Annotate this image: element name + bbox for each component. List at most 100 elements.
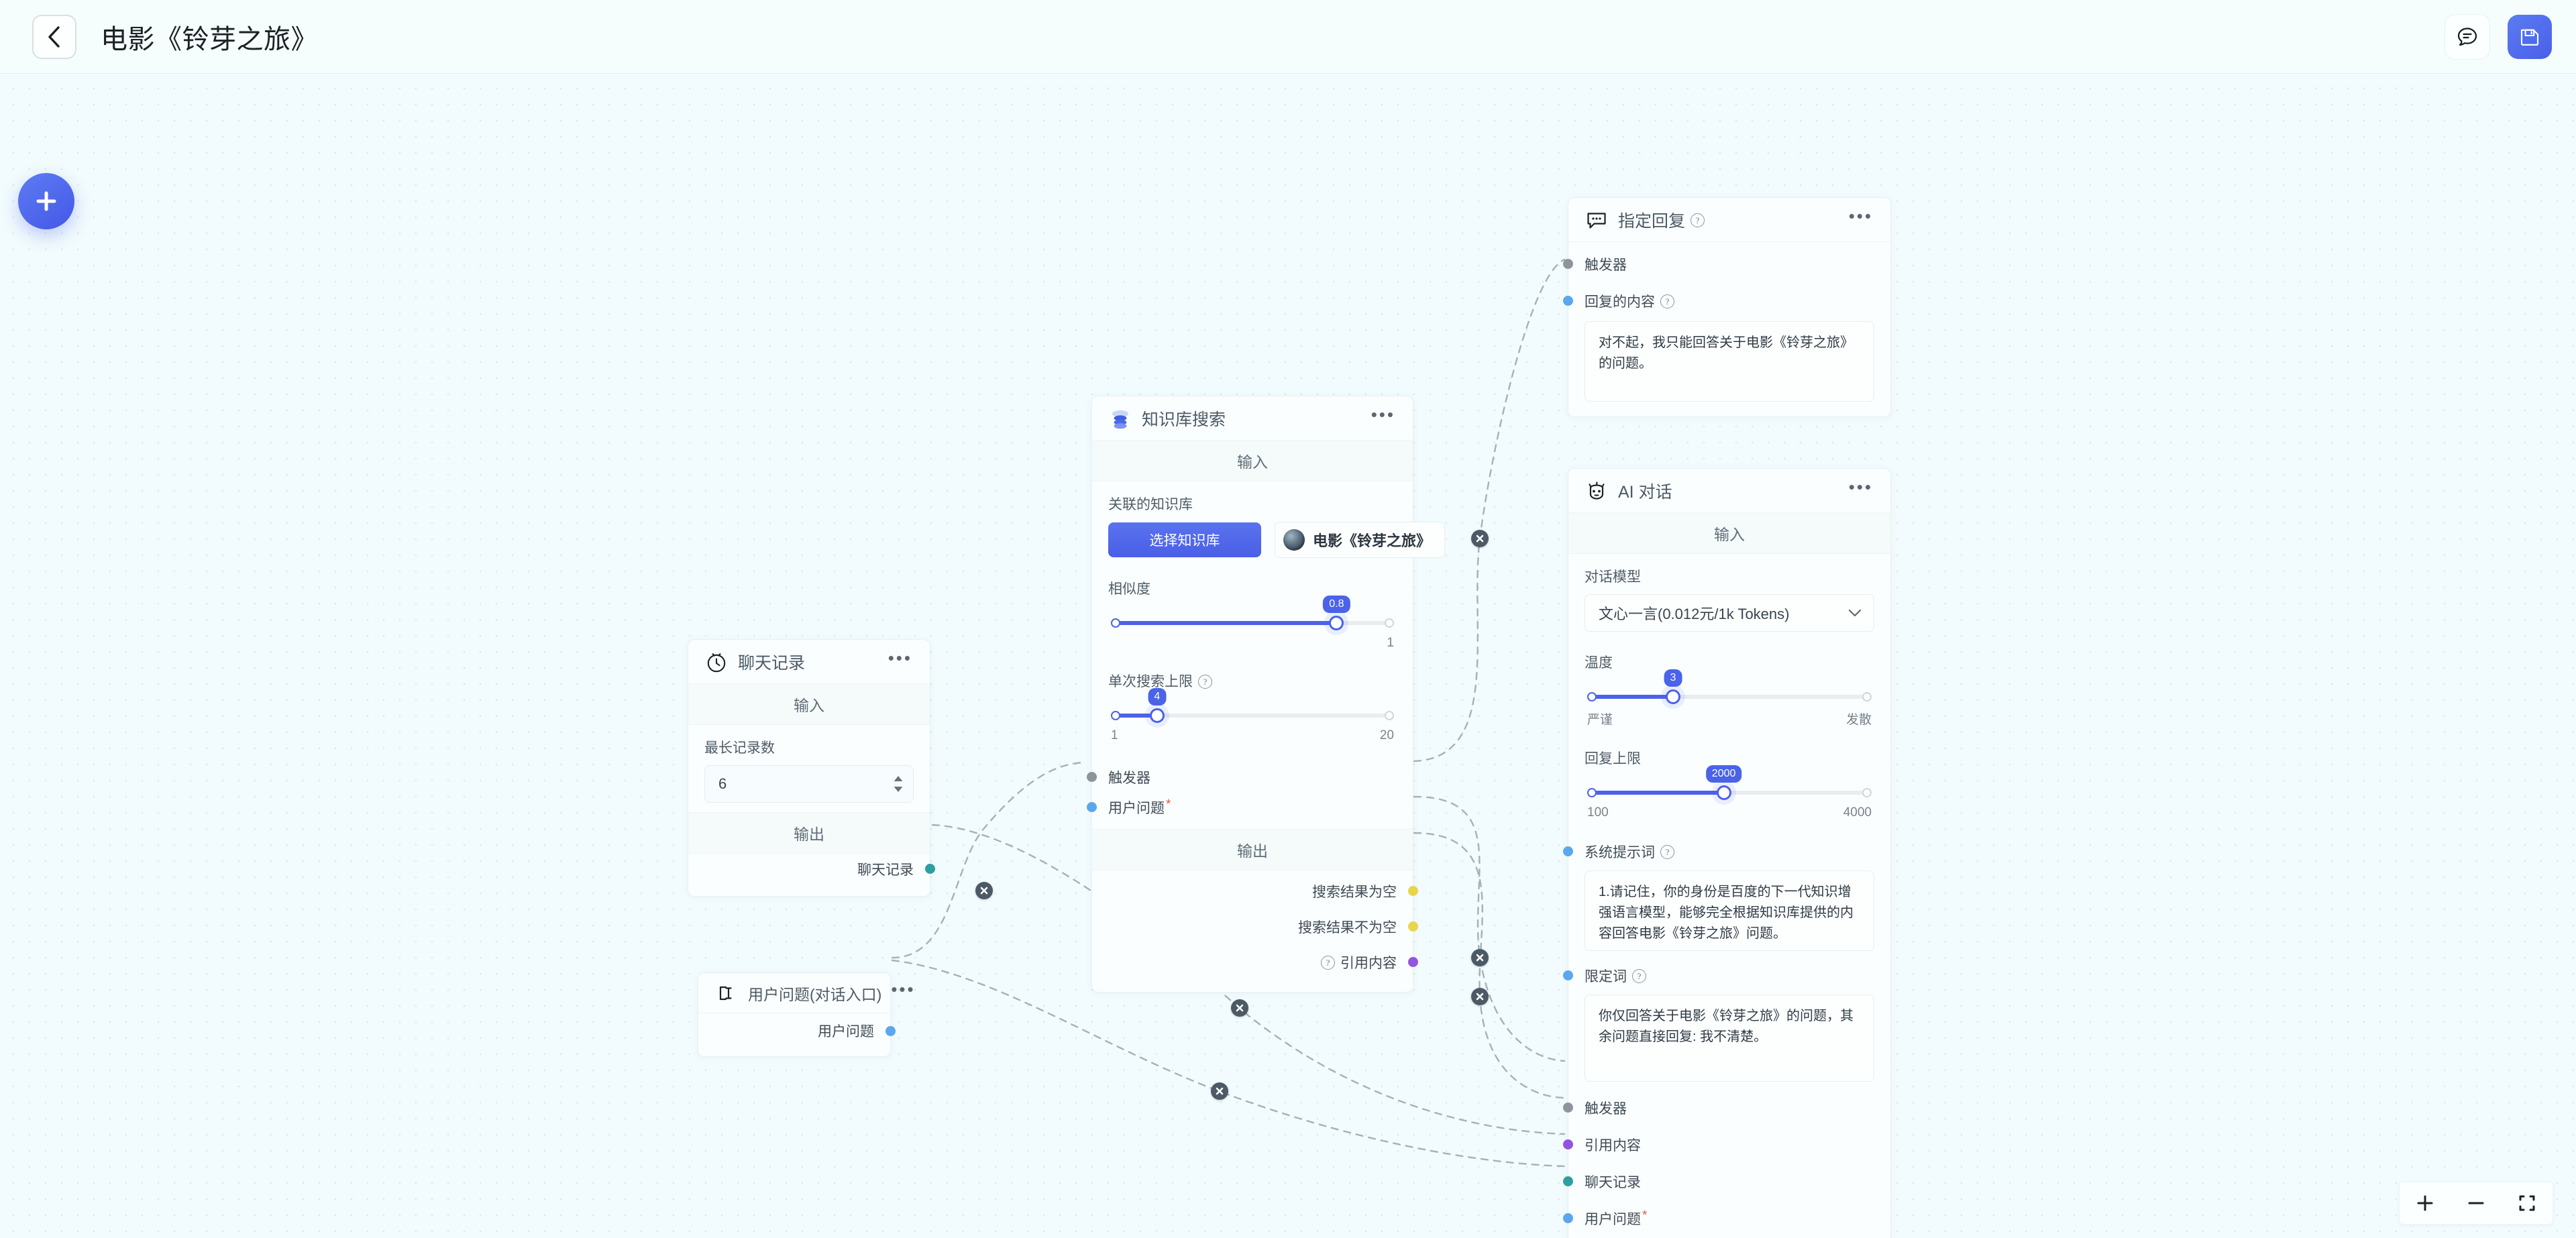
caret-down-icon bbox=[894, 787, 903, 792]
max-records-input[interactable]: 6 bbox=[704, 765, 914, 803]
port-ai-trigger[interactable]: 触发器 bbox=[1563, 1092, 1890, 1123]
limit-range: 1 20 bbox=[1111, 728, 1394, 743]
max-records-stepper[interactable] bbox=[893, 775, 904, 793]
edge-delete-button[interactable] bbox=[1231, 999, 1248, 1017]
reply-limit-max: 4000 bbox=[1843, 805, 1872, 820]
database-icon bbox=[1108, 406, 1132, 431]
port-dot-quote[interactable] bbox=[1408, 957, 1418, 967]
zoom-out-button[interactable] bbox=[2451, 1182, 2502, 1224]
question-circle-icon[interactable]: ? bbox=[1198, 674, 1212, 689]
question-circle-icon[interactable]: ? bbox=[1690, 213, 1705, 227]
edge-delete-icon bbox=[1476, 534, 1484, 543]
temperature-slider[interactable]: 3 bbox=[1587, 669, 1872, 704]
more-dots-icon[interactable]: ••• bbox=[1848, 205, 1873, 226]
reply-limit-slider-handle[interactable] bbox=[1716, 785, 1731, 800]
user-question-header: 用户问题(对话入口) ••• bbox=[698, 973, 914, 1013]
add-node-button[interactable] bbox=[18, 173, 74, 229]
temperature-slider-handle[interactable] bbox=[1666, 689, 1680, 704]
selected-knowledge-base-chip[interactable]: 电影《铃芽之旅》 bbox=[1275, 522, 1446, 558]
ai-chat-header: AI 对话 ••• bbox=[1568, 469, 1890, 513]
question-circle-icon[interactable]: ? bbox=[1660, 294, 1674, 308]
select-knowledge-base-button[interactable]: 选择知识库 bbox=[1108, 522, 1261, 557]
knowledge-base-avatar bbox=[1283, 529, 1305, 551]
port-system-prompt[interactable]: 系统提示词 ? bbox=[1563, 836, 1890, 866]
port-ai-user-question[interactable]: 用户问题* bbox=[1563, 1203, 1890, 1233]
chevron-down-icon bbox=[1848, 609, 1862, 617]
chat-history-input-label: 输入 bbox=[688, 684, 930, 725]
port-dot-user-question[interactable] bbox=[1563, 1213, 1573, 1223]
node-chat-history[interactable]: 聊天记录 ••• 输入 最长记录数 6 输出 聊天记录 bbox=[688, 639, 935, 897]
port-fixed-reply-content[interactable]: 回复的内容 ? bbox=[1563, 286, 1890, 316]
more-dots-icon[interactable]: ••• bbox=[888, 647, 912, 668]
system-prompt-textarea[interactable]: 1.请记住，你的身份是百度的下一代知识增强语言模型，能够完全根据知识库提供的内容… bbox=[1585, 870, 1874, 951]
port-dot-reply-content[interactable] bbox=[1563, 296, 1573, 306]
fixed-reply-textarea[interactable]: 对不起，我只能回答关于电影《铃芽之旅》的问题。 bbox=[1585, 321, 1874, 402]
temperature-value-bubble: 3 bbox=[1664, 669, 1682, 687]
model-label: 对话模型 bbox=[1585, 569, 1641, 585]
zoom-in-button[interactable] bbox=[2400, 1182, 2451, 1224]
port-dot-chat-history[interactable] bbox=[925, 864, 935, 874]
port-ai-quote[interactable]: 引用内容 bbox=[1563, 1129, 1890, 1160]
edge-delete-button[interactable] bbox=[1471, 530, 1489, 547]
edge-delete-button[interactable] bbox=[1471, 949, 1489, 966]
reply-limit-range: 100 4000 bbox=[1587, 805, 1872, 820]
port-dot-user-question[interactable] bbox=[885, 1025, 896, 1036]
port-user-question-out[interactable]: 用户问题 bbox=[698, 1013, 896, 1048]
limit-slider-handle[interactable] bbox=[1149, 708, 1165, 723]
question-circle-icon[interactable]: ? bbox=[1660, 845, 1674, 859]
port-kb-trigger[interactable]: 触发器 bbox=[1087, 762, 1413, 792]
user-question-title: 用户问题(对话入口) bbox=[748, 985, 882, 1003]
port-dot-trigger[interactable] bbox=[1563, 259, 1573, 269]
port-kb-empty[interactable]: 搜索结果为空 bbox=[1092, 876, 1418, 906]
node-user-question-entry[interactable]: 用户问题(对话入口) ••• 用户问题 bbox=[698, 972, 914, 1057]
edge-delete-button[interactable] bbox=[1471, 988, 1489, 1005]
port-dot-empty[interactable] bbox=[1408, 886, 1418, 896]
robot-icon bbox=[1585, 479, 1609, 503]
more-dots-icon[interactable]: ••• bbox=[1371, 404, 1395, 425]
temperature-label: 温度 bbox=[1585, 655, 1613, 671]
node-kb-search[interactable]: 知识库搜索 ••• 输入 关联的知识库 选择知识库 电影《铃芽之旅》 相似度 bbox=[1087, 396, 1446, 993]
qualifier-textarea[interactable]: 你仅回答关于电影《铃芽之旅》的问题，其余问题直接回复: 我不清楚。 bbox=[1585, 995, 1874, 1082]
reply-limit-slider[interactable]: 2000 bbox=[1587, 765, 1872, 800]
port-kb-quote[interactable]: ? 引用内容 bbox=[1092, 947, 1418, 977]
port-dot-chat-history[interactable] bbox=[1563, 1176, 1573, 1186]
port-dot-system-prompt[interactable] bbox=[1563, 846, 1573, 856]
save-button[interactable] bbox=[2508, 14, 2552, 59]
chevron-left-icon bbox=[48, 25, 60, 48]
more-dots-icon[interactable]: ••• bbox=[891, 978, 916, 999]
flow-canvas[interactable]: 聊天记录 ••• 输入 最长记录数 6 输出 聊天记录 bbox=[0, 74, 2576, 1238]
port-dot-not-empty[interactable] bbox=[1408, 921, 1418, 932]
port-chat-history-out[interactable]: 聊天记录 bbox=[688, 854, 935, 884]
limit-slider[interactable]: 4 bbox=[1111, 688, 1394, 723]
port-dot-trigger[interactable] bbox=[1087, 772, 1097, 782]
port-dot-qualifier[interactable] bbox=[1563, 970, 1573, 980]
port-kb-not-empty[interactable]: 搜索结果不为空 bbox=[1092, 911, 1418, 942]
port-dot-user-question[interactable] bbox=[1087, 802, 1097, 812]
similarity-range: 1 bbox=[1111, 636, 1394, 651]
page-title: 电影《铃芽之旅》 bbox=[101, 24, 318, 54]
back-button[interactable] bbox=[32, 14, 76, 59]
port-fixed-reply-trigger[interactable]: 触发器 bbox=[1563, 249, 1890, 279]
edge-delete-button[interactable] bbox=[975, 882, 993, 899]
node-fixed-reply[interactable]: 指定回复 ? ••• 触发器 回复的内容 ? 对不起，我只能回答关于电影《铃芽之… bbox=[1563, 197, 1891, 417]
port-ai-chat-history[interactable]: 聊天记录 bbox=[1563, 1166, 1890, 1196]
node-ai-chat[interactable]: AI 对话 ••• 输入 对话模型 文心一言(0.012元/1k Tokens)… bbox=[1563, 468, 1891, 1238]
fit-view-button[interactable] bbox=[2502, 1182, 2553, 1224]
port-kb-user-question[interactable]: 用户问题* bbox=[1087, 792, 1413, 822]
edge-delete-button[interactable] bbox=[1211, 1082, 1228, 1100]
more-dots-icon[interactable]: ••• bbox=[1848, 476, 1873, 497]
similarity-slider[interactable]: 0.8 bbox=[1111, 596, 1394, 630]
fixed-reply-title: 指定回复 bbox=[1618, 211, 1686, 231]
comment-button[interactable] bbox=[2445, 13, 2490, 60]
model-select[interactable]: 文心一言(0.012元/1k Tokens) bbox=[1585, 594, 1874, 632]
question-circle-icon[interactable]: ? bbox=[1321, 956, 1335, 970]
similarity-slider-handle[interactable] bbox=[1329, 616, 1344, 630]
port-dot-trigger[interactable] bbox=[1563, 1103, 1573, 1113]
limit-max: 20 bbox=[1379, 728, 1394, 742]
question-circle-icon[interactable]: ? bbox=[1632, 969, 1646, 983]
port-qualifier[interactable]: 限定词 ? bbox=[1563, 960, 1890, 991]
edge-delete-icon bbox=[1476, 993, 1484, 1001]
port-dot-quote[interactable] bbox=[1563, 1139, 1573, 1149]
edge-kb-quote-to-ai-quote bbox=[1413, 832, 1566, 1099]
